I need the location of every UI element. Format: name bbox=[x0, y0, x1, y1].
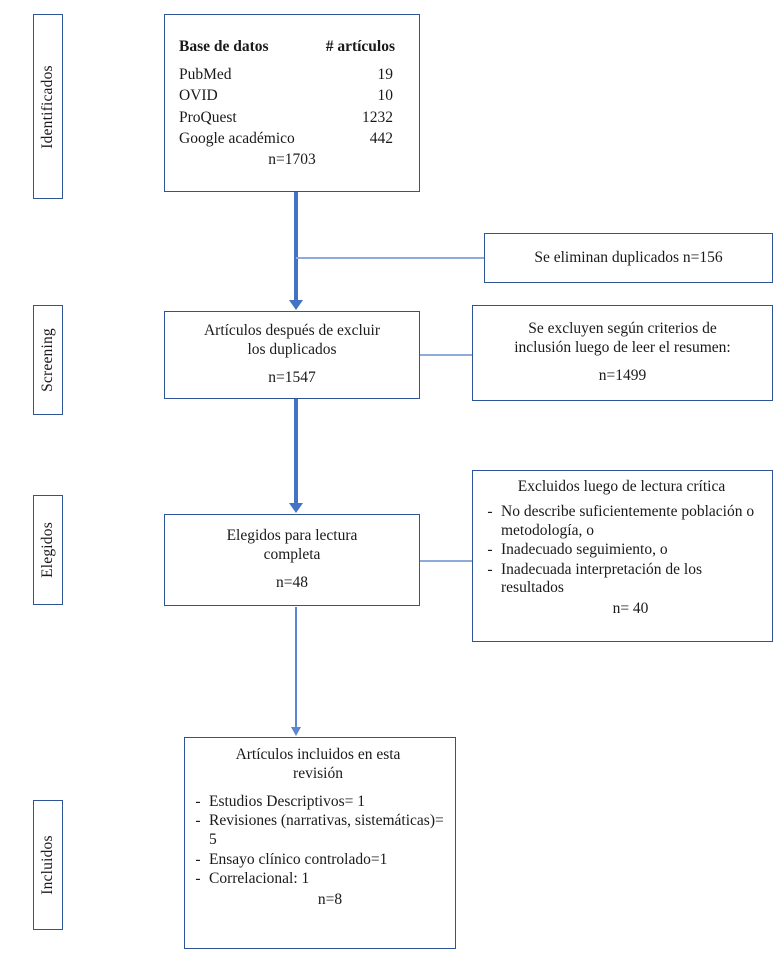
arrowhead-to-screening bbox=[288, 300, 303, 310]
connector-screening-to-eligibility bbox=[294, 399, 298, 506]
stage-label-identificados: Identificados bbox=[33, 14, 63, 199]
header-source: Base de datos bbox=[179, 37, 269, 55]
bullet-dash-icon: - bbox=[195, 812, 201, 830]
included-line-2: revisión bbox=[293, 764, 343, 782]
bullet-dash-icon: - bbox=[487, 541, 493, 559]
screening-line-1: Artículos después de excluir bbox=[203, 321, 381, 339]
connector-identification-to-screening bbox=[294, 192, 298, 302]
eligibility-line-1: Elegidos para lectura bbox=[226, 526, 358, 544]
eligibility-excluded-item-3: Inadecuada interpretación de los resulta… bbox=[501, 560, 702, 597]
included-item-2: Revisiones (narrativas, sistemáticas)= 5 bbox=[209, 812, 444, 848]
list-item: - Estudios Descriptivos= 1 bbox=[187, 793, 449, 812]
connector-to-duplicates-box bbox=[296, 257, 484, 259]
list-item: - Inadecuado seguimiento, o bbox=[479, 541, 764, 560]
list-item: - Ensayo clínico controlado=1 bbox=[187, 851, 449, 870]
stage-label-screening-text: Screening bbox=[39, 328, 56, 392]
db-count-proquest: 1232 bbox=[362, 108, 393, 126]
included-item-3: Ensayo clínico controlado=1 bbox=[209, 850, 388, 868]
db-source-google: Google académico bbox=[179, 129, 295, 147]
table-row: PubMed 19 bbox=[165, 65, 419, 86]
included-item-1: Estudios Descriptivos= 1 bbox=[209, 792, 365, 810]
database-table: Base de datos # artículos PubMed 19 OVID… bbox=[165, 38, 419, 150]
db-count-google: 442 bbox=[369, 129, 393, 147]
eligibility-box: Elegidos para lectura completa n=48 bbox=[164, 514, 420, 606]
eligibility-excluded-item-1: No describe suficientemente población o … bbox=[501, 502, 755, 539]
arrowhead-to-eligibility bbox=[288, 503, 303, 513]
included-total: n=8 bbox=[317, 890, 343, 908]
table-row: Google académico 442 bbox=[165, 128, 419, 149]
db-count-ovid: 10 bbox=[377, 87, 394, 105]
duplicates-removed-text: Se eliminan duplicados n=156 bbox=[534, 248, 723, 266]
eligibility-line-2: completa bbox=[263, 545, 321, 563]
included-item-4: Correlacional: 1 bbox=[209, 870, 310, 888]
list-item: - No describe suficientemente población … bbox=[479, 503, 764, 540]
db-source-proquest: ProQuest bbox=[179, 108, 237, 126]
table-row: ProQuest 1232 bbox=[165, 107, 419, 128]
eligibility-excluded-total: n= 40 bbox=[612, 599, 649, 617]
stage-label-identificados-text: Identificados bbox=[39, 64, 57, 149]
screening-excluded-total: n=1499 bbox=[598, 367, 647, 385]
list-item: - Revisiones (narrativas, sistemáticas)=… bbox=[187, 812, 449, 849]
table-row: OVID 10 bbox=[165, 86, 419, 107]
db-count-pubmed: 19 bbox=[377, 66, 394, 84]
stage-label-incluidos-text: Incluidos bbox=[39, 835, 56, 895]
screening-total: n=1547 bbox=[268, 369, 316, 387]
connector-eligibility-to-included bbox=[295, 607, 297, 729]
stage-label-screening: Screening bbox=[33, 305, 63, 415]
table-header-row: Base de datos # artículos bbox=[165, 38, 419, 65]
duplicates-removed-box: Se eliminan duplicados n=156 bbox=[484, 233, 773, 283]
eligibility-excluded-list: - No describe suficientemente población … bbox=[479, 503, 764, 599]
bullet-dash-icon: - bbox=[195, 850, 201, 868]
eligibility-excluded-item-2: Inadecuado seguimiento, o bbox=[501, 541, 668, 559]
bullet-dash-icon: - bbox=[487, 560, 493, 578]
connector-eligibility-to-excluded bbox=[420, 560, 472, 562]
included-line-1: Artículos incluidos en esta bbox=[235, 746, 401, 763]
connector-screening-to-excluded bbox=[420, 354, 472, 356]
included-box: Artículos incluidos en esta revisión - E… bbox=[184, 737, 456, 949]
db-source-pubmed: PubMed bbox=[179, 66, 232, 84]
bullet-dash-icon: - bbox=[195, 792, 201, 810]
included-list: - Estudios Descriptivos= 1 - Revisiones … bbox=[187, 793, 449, 890]
header-count: # artículos bbox=[325, 37, 395, 55]
screening-excluded-box: Se excluyen según criterios de inclusión… bbox=[472, 305, 773, 401]
db-source-ovid: OVID bbox=[179, 87, 218, 105]
screening-excluded-line-2: inclusión luego de leer el resumen: bbox=[514, 338, 731, 356]
identification-box: Base de datos # artículos PubMed 19 OVID… bbox=[164, 14, 420, 192]
screening-excluded-line-1: Se excluyen según criterios de bbox=[528, 319, 717, 337]
eligibility-excluded-heading: Excluidos luego de lectura crítica bbox=[517, 478, 726, 495]
stage-label-elegidos-text: Elegidos bbox=[39, 522, 56, 578]
stage-label-elegidos: Elegidos bbox=[33, 495, 63, 605]
list-item: - Correlacional: 1 bbox=[187, 870, 449, 889]
eligibility-excluded-box: Excluidos luego de lectura crítica - No … bbox=[472, 470, 773, 642]
bullet-dash-icon: - bbox=[487, 502, 493, 520]
bullet-dash-icon: - bbox=[195, 870, 201, 888]
arrowhead-to-included bbox=[290, 727, 301, 736]
list-item: - Inadecuada interpretación de los resul… bbox=[479, 561, 764, 598]
screening-line-2: los duplicados bbox=[247, 340, 337, 358]
identification-total: n=1703 bbox=[268, 151, 316, 169]
stage-label-incluidos: Incluidos bbox=[33, 800, 63, 930]
screening-box: Artículos después de excluir los duplica… bbox=[164, 311, 420, 399]
eligibility-total: n=48 bbox=[276, 574, 308, 592]
